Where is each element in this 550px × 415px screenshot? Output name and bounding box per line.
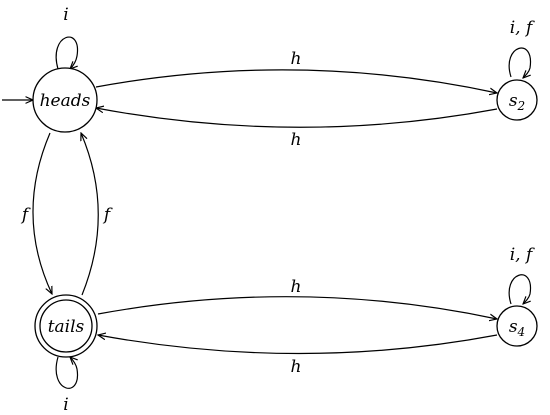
edge-tails-to-s4	[97, 296, 497, 319]
edge-s4-to-tails	[98, 335, 498, 355]
node-heads: heads	[32, 67, 98, 133]
node-tails: tails	[34, 294, 98, 358]
edge-label-s4-to-tails: h	[291, 357, 302, 377]
edge-tails-self-loop	[55, 357, 79, 389]
edge-label-s4-self: i, f	[510, 245, 535, 265]
edge-heads-to-tails	[32, 132, 52, 294]
edge-label-tails-to-s4: h	[291, 277, 302, 297]
edge-s2-to-heads	[96, 108, 498, 128]
edge-label-heads-to-tails: f	[20, 205, 31, 225]
edge-heads-to-s2	[95, 69, 497, 93]
node-tails-label: tails	[48, 317, 85, 337]
node-s2-label: s2	[509, 91, 525, 113]
node-s2: s2	[496, 79, 538, 121]
edge-label-s2-to-heads: h	[291, 130, 302, 150]
edge-s2-self-loop	[508, 47, 532, 78]
edge-label-tails-self: i	[63, 395, 68, 415]
edge-s4-self-loop	[508, 274, 532, 304]
node-s4-label: s4	[509, 317, 525, 339]
edge-label-tails-to-heads: f	[102, 205, 113, 225]
edge-heads-self-loop	[55, 36, 79, 69]
edge-tails-to-heads	[81, 133, 99, 296]
accepting-state-ring	[39, 299, 93, 353]
node-heads-label: heads	[40, 91, 91, 111]
edge-label-heads-self: i	[63, 5, 68, 25]
edge-label-s2-self: i, f	[510, 18, 535, 38]
edge-label-heads-to-s2: h	[291, 49, 302, 69]
node-s4: s4	[496, 305, 538, 347]
